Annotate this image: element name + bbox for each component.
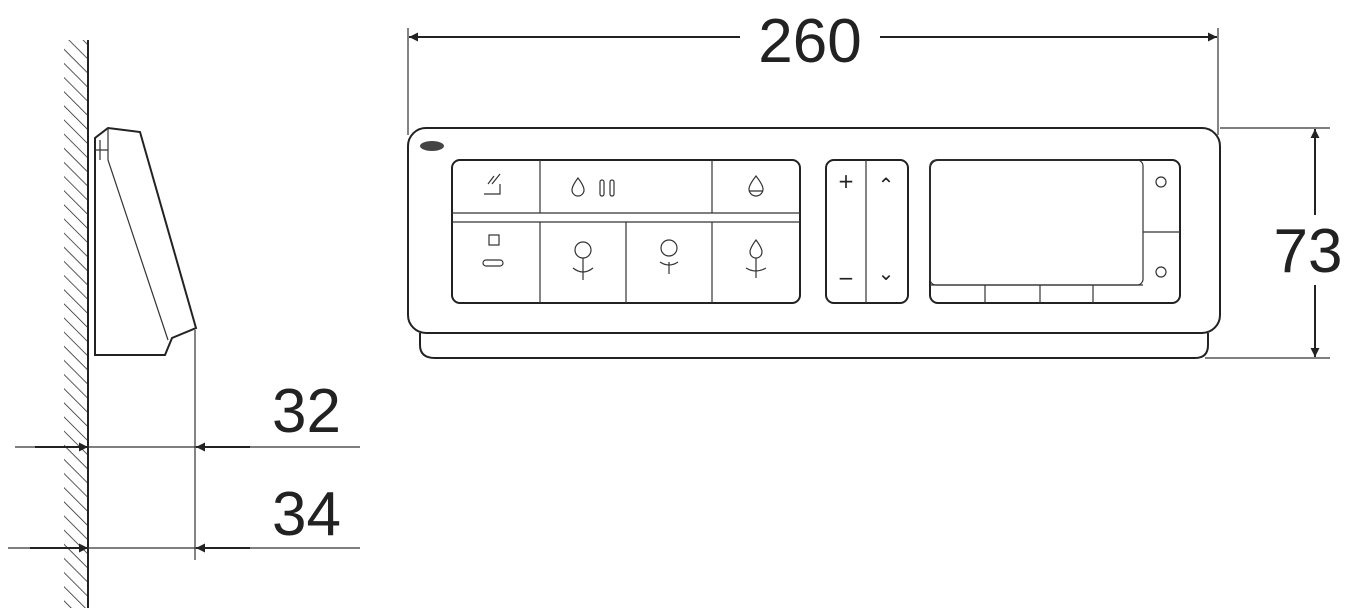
side-profile-detail xyxy=(95,128,169,341)
wall-hatching xyxy=(64,40,88,608)
soft-wash-icon[interactable] xyxy=(745,238,767,278)
height-dimension: 73 xyxy=(1205,127,1343,359)
side-profile xyxy=(94,126,198,356)
water-drop-pause-icon[interactable] xyxy=(571,176,615,197)
dim-label-73: 73 xyxy=(1274,217,1343,286)
base-lip xyxy=(419,333,1209,359)
minus-button[interactable]: − xyxy=(838,266,855,290)
width-dimension: 260 xyxy=(407,7,1219,135)
stop-button-icon[interactable] xyxy=(482,234,504,267)
display-screen xyxy=(929,159,1144,286)
dim-label-260: 260 xyxy=(758,7,861,76)
water-drop-icon[interactable] xyxy=(748,175,764,197)
side-view: 32 34 xyxy=(8,40,360,608)
dim-label-34: 34 xyxy=(272,480,341,549)
adjust-button-panel: + − ⌃ ⌄ xyxy=(825,159,909,304)
logo-icon xyxy=(420,141,444,151)
rear-wash-icon[interactable] xyxy=(572,241,594,280)
down-button[interactable]: ⌄ xyxy=(878,261,895,285)
memory-button-2[interactable] xyxy=(1155,266,1167,278)
dim-label-32: 32 xyxy=(272,377,341,446)
display-panel xyxy=(929,159,1181,304)
memory-button-1[interactable] xyxy=(1155,176,1167,188)
bidet-wash-icon[interactable] xyxy=(659,239,679,274)
lid-button-icon[interactable] xyxy=(484,173,501,195)
function-button-panel xyxy=(451,159,801,304)
housing xyxy=(407,127,1221,334)
up-button[interactable]: ⌃ xyxy=(878,173,895,197)
plus-button[interactable]: + xyxy=(838,169,855,193)
remote-front-view: + − ⌃ ⌄ xyxy=(407,127,1221,359)
